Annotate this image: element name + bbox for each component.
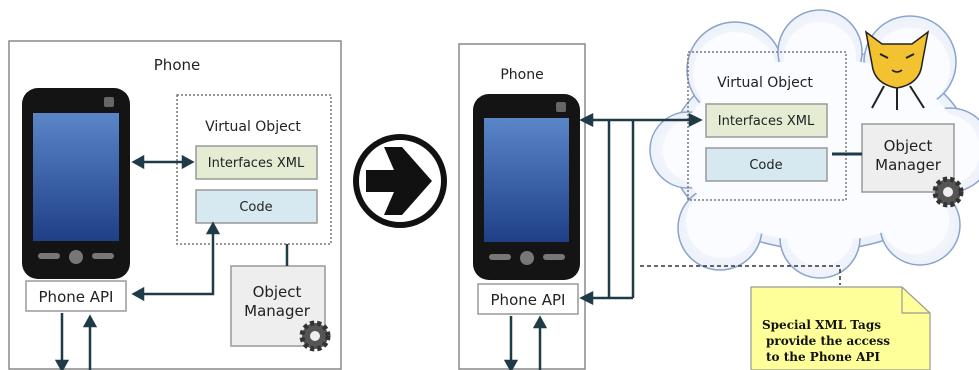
- phone-api-label-after: Phone API: [491, 291, 566, 309]
- smartphone-icon: [22, 88, 130, 279]
- after-connectors: [503, 112, 703, 370]
- note-line1: Special XML Tags: [762, 318, 881, 332]
- code-label: Code: [239, 200, 272, 215]
- sticky-note: [750, 286, 931, 370]
- interfaces-xml-box: [195, 145, 318, 180]
- note-line3: to the Phone API: [766, 350, 880, 364]
- code-box: [195, 189, 318, 224]
- virtual-object-box-after: [687, 51, 847, 201]
- phone-api-label: Phone API: [39, 288, 114, 306]
- object-manager-line2: Manager: [244, 302, 311, 320]
- before-connectors: [54, 154, 289, 370]
- before-panel: Phone Virtual Object Interfaces XML Code…: [8, 40, 342, 370]
- virtual-object-box: [176, 94, 332, 245]
- interfaces-xml-label-after: Interfaces XML: [718, 114, 815, 129]
- after-panel: Phone Phone API: [458, 9, 979, 370]
- phone-api-box-after: [477, 283, 579, 315]
- object-manager-line1-after: Object: [884, 137, 933, 155]
- interfaces-xml-label: Interfaces XML: [208, 156, 305, 171]
- code-box-after: [705, 147, 828, 182]
- object-manager-line1: Object: [253, 283, 302, 301]
- note-line2: provide the access: [766, 334, 890, 348]
- phone-api-box: [25, 280, 127, 312]
- virtual-object-title-after: Virtual Object: [717, 75, 813, 91]
- gear-icon: [299, 320, 331, 352]
- gear-icon: [932, 176, 964, 208]
- transition-arrow-icon: [353, 134, 447, 228]
- virtual-object-title: Virtual Object: [205, 119, 301, 135]
- smartphone-icon: [473, 94, 580, 280]
- phone-title: Phone: [154, 56, 200, 74]
- code-label-after: Code: [749, 158, 782, 173]
- interfaces-xml-box-after: [705, 103, 828, 138]
- tomcat-logo-icon: [864, 30, 930, 110]
- phone-title-after: Phone: [500, 67, 543, 83]
- object-manager-line2-after: Manager: [875, 156, 942, 174]
- note-leader-line: [640, 265, 841, 285]
